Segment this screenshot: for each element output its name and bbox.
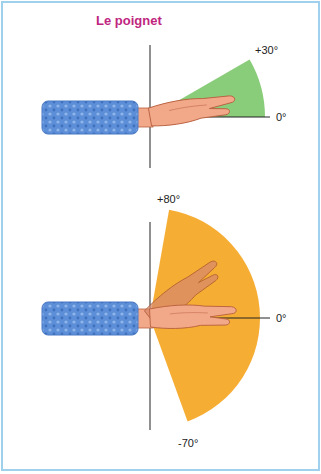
- angle-label: 0°: [276, 111, 287, 123]
- flexion-figure: [42, 210, 270, 430]
- title: Le poignet: [96, 14, 162, 28]
- angle-label: +30°: [255, 44, 278, 56]
- frame: [2, 2, 319, 470]
- extension-figure: [42, 45, 270, 168]
- angle-label: +80°: [157, 193, 180, 205]
- angle-label: 0°: [276, 312, 287, 324]
- angle-label: -70°: [178, 437, 198, 449]
